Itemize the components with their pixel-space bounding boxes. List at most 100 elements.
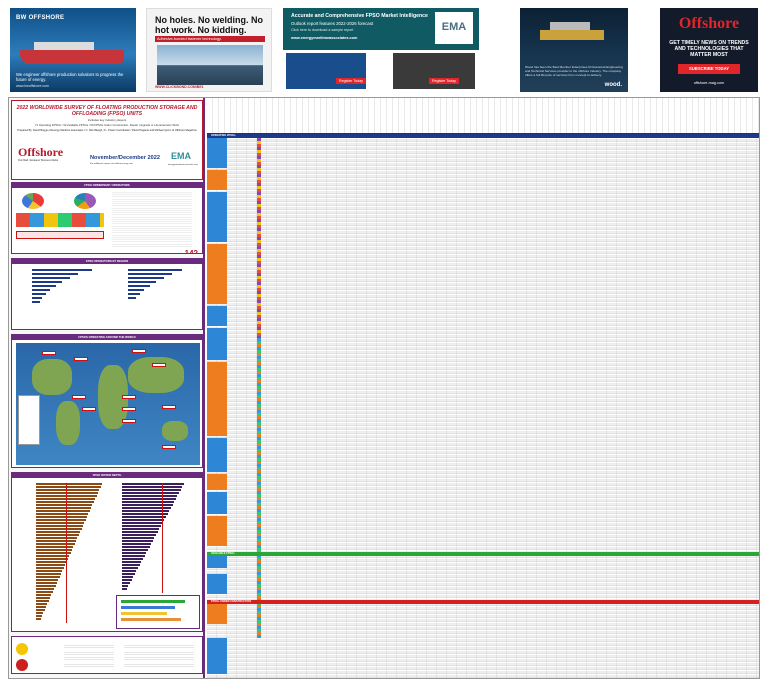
chart-bar bbox=[36, 543, 75, 546]
register-button-left[interactable]: Register Today bbox=[336, 78, 366, 84]
chart-bar bbox=[122, 570, 137, 573]
poster-title-block: 2022 WORLDWIDE SURVEY OF FLOATING PRODUC… bbox=[11, 100, 203, 180]
chart-bar bbox=[36, 522, 85, 525]
region-tag bbox=[207, 552, 227, 568]
total-count: 142 bbox=[184, 249, 198, 254]
map-label bbox=[122, 407, 136, 411]
ema-ad-url[interactable]: www.energymaritimeassociates.com bbox=[291, 36, 358, 40]
chart-bar bbox=[36, 504, 93, 507]
chart-bar bbox=[122, 573, 135, 576]
legend-strip bbox=[16, 213, 104, 227]
timeline-bar bbox=[121, 600, 185, 603]
bar bbox=[32, 273, 78, 275]
offshore-mag-url[interactable]: offshore-mag.com bbox=[693, 81, 725, 85]
storage-marker-line bbox=[162, 483, 163, 593]
chart-bar bbox=[122, 561, 142, 564]
chart-bar bbox=[36, 612, 44, 615]
ownership-table bbox=[16, 231, 104, 239]
chart-bar bbox=[122, 501, 175, 504]
world-map-title: FPSOS OPERATING AROUND THE WORLD bbox=[12, 335, 202, 340]
chart-bar bbox=[122, 492, 180, 495]
chart-bar bbox=[36, 606, 46, 609]
chart-bar bbox=[122, 483, 184, 486]
shell-logo-icon bbox=[16, 643, 28, 655]
offshore-mag-ad[interactable]: Offshore GET TIMELY NEWS ON TRENDS AND T… bbox=[660, 8, 758, 92]
bar bbox=[32, 281, 62, 283]
storage-capacity-chart bbox=[122, 483, 188, 593]
chart-bar bbox=[36, 516, 87, 519]
chart-bar bbox=[122, 582, 130, 585]
timeline-bar bbox=[121, 612, 167, 615]
chart-bar bbox=[36, 507, 92, 510]
fpso-topsides-graphic bbox=[550, 22, 590, 30]
wood-ad[interactable]: Wood has been the Best Member Enterprise… bbox=[520, 8, 628, 92]
bw-offshore-ad[interactable]: BW OFFSHORE We engineer offshore product… bbox=[10, 8, 136, 92]
chart-bar bbox=[36, 513, 89, 516]
chart-bar bbox=[36, 600, 49, 603]
chart-bar bbox=[36, 534, 79, 537]
map-label bbox=[72, 395, 86, 399]
clickbond-ad[interactable]: No holes. No welding. No hot work. No ki… bbox=[146, 8, 272, 92]
chart-bar bbox=[36, 564, 66, 567]
bar bbox=[32, 285, 56, 287]
chart-bar bbox=[122, 516, 166, 519]
clickbond-subhead: Adhesive-bonded fastener technology. bbox=[155, 36, 265, 42]
region-tag bbox=[207, 474, 227, 490]
chart-bar bbox=[122, 558, 143, 561]
chart-bar bbox=[36, 570, 63, 573]
bw-offshore-url[interactable]: www.bwoffshore.com bbox=[16, 84, 50, 88]
timeline-bar bbox=[121, 618, 181, 621]
chart-bar bbox=[122, 555, 145, 558]
chart-bar bbox=[36, 561, 67, 564]
chart-bar bbox=[36, 585, 56, 588]
chart-bar bbox=[36, 582, 57, 585]
offshore-rig-photo bbox=[157, 45, 263, 85]
chart-bar bbox=[36, 486, 101, 489]
ema-promo-left[interactable]: Register Today bbox=[286, 53, 366, 89]
ownership-panel-title: FPSO OWNERSHIP / OPERATORS bbox=[12, 183, 202, 188]
fpso-data-table: OPERATING FPSOs AVAILABLE FPSOs FPSOs UN… bbox=[207, 98, 759, 678]
region-tag bbox=[207, 604, 227, 624]
map-label bbox=[162, 445, 176, 449]
chart-bar bbox=[122, 528, 160, 531]
ema-ad[interactable]: Accurate and Comprehensive FPSO Market I… bbox=[283, 8, 479, 92]
clickbond-url[interactable]: WWW.CLICKBOND.COM/BE1 bbox=[155, 85, 204, 89]
chart-bar bbox=[36, 546, 74, 549]
bar bbox=[128, 293, 140, 295]
bw-offshore-tagline: We engineer offshore production solution… bbox=[16, 72, 124, 82]
landmass-americas-south bbox=[56, 401, 80, 445]
bar bbox=[32, 289, 50, 291]
chart-bar bbox=[36, 603, 48, 606]
sponsor-text-left bbox=[64, 643, 114, 669]
depth-marker-line bbox=[66, 483, 67, 623]
section-bar-construction: FPSOs UNDER CONSTRUCTION bbox=[207, 600, 759, 604]
map-label bbox=[74, 357, 88, 361]
region-tag bbox=[207, 306, 227, 326]
chart-bar bbox=[36, 498, 96, 501]
chart-bar bbox=[36, 555, 70, 558]
chart-bar bbox=[36, 618, 41, 621]
bar bbox=[128, 277, 164, 279]
fpso-survey-poster: 2022 WORLDWIDE SURVEY OF FLOATING PRODUC… bbox=[8, 97, 760, 679]
poster-left-column: 2022 WORLDWIDE SURVEY OF FLOATING PRODUC… bbox=[9, 98, 205, 678]
chart-bar bbox=[36, 525, 83, 528]
chart-bar bbox=[36, 594, 52, 597]
publisher-subtext: PennWell / Endeavor Business Media bbox=[18, 159, 58, 162]
ownership-list bbox=[112, 191, 192, 247]
world-map-panel: FPSOS OPERATING AROUND THE WORLD bbox=[11, 334, 203, 468]
ema-promo-right[interactable]: Register Today bbox=[393, 53, 475, 89]
issue-note: For additional copies visit offshore-mag… bbox=[90, 163, 133, 165]
region-tag bbox=[207, 638, 227, 674]
register-button-right[interactable]: Register Today bbox=[429, 78, 459, 84]
water-depth-title: FPSO WATER DEPTH bbox=[12, 473, 202, 478]
chart-bar bbox=[122, 540, 153, 543]
chart-bar bbox=[122, 588, 127, 591]
depth-storage-panel: FPSO WATER DEPTH bbox=[11, 472, 203, 632]
chart-bar bbox=[122, 552, 147, 555]
poster-title: 2022 WORLDWIDE SURVEY OF FLOATING PRODUC… bbox=[16, 105, 198, 117]
chart-bar bbox=[122, 510, 170, 513]
chart-bar bbox=[122, 489, 181, 492]
subscribe-button[interactable]: SUBSCRIBE TODAY bbox=[678, 64, 740, 74]
chart-bar bbox=[36, 549, 72, 552]
operators-chart-title: FPSO OPERATORS BY REGION bbox=[12, 259, 202, 264]
